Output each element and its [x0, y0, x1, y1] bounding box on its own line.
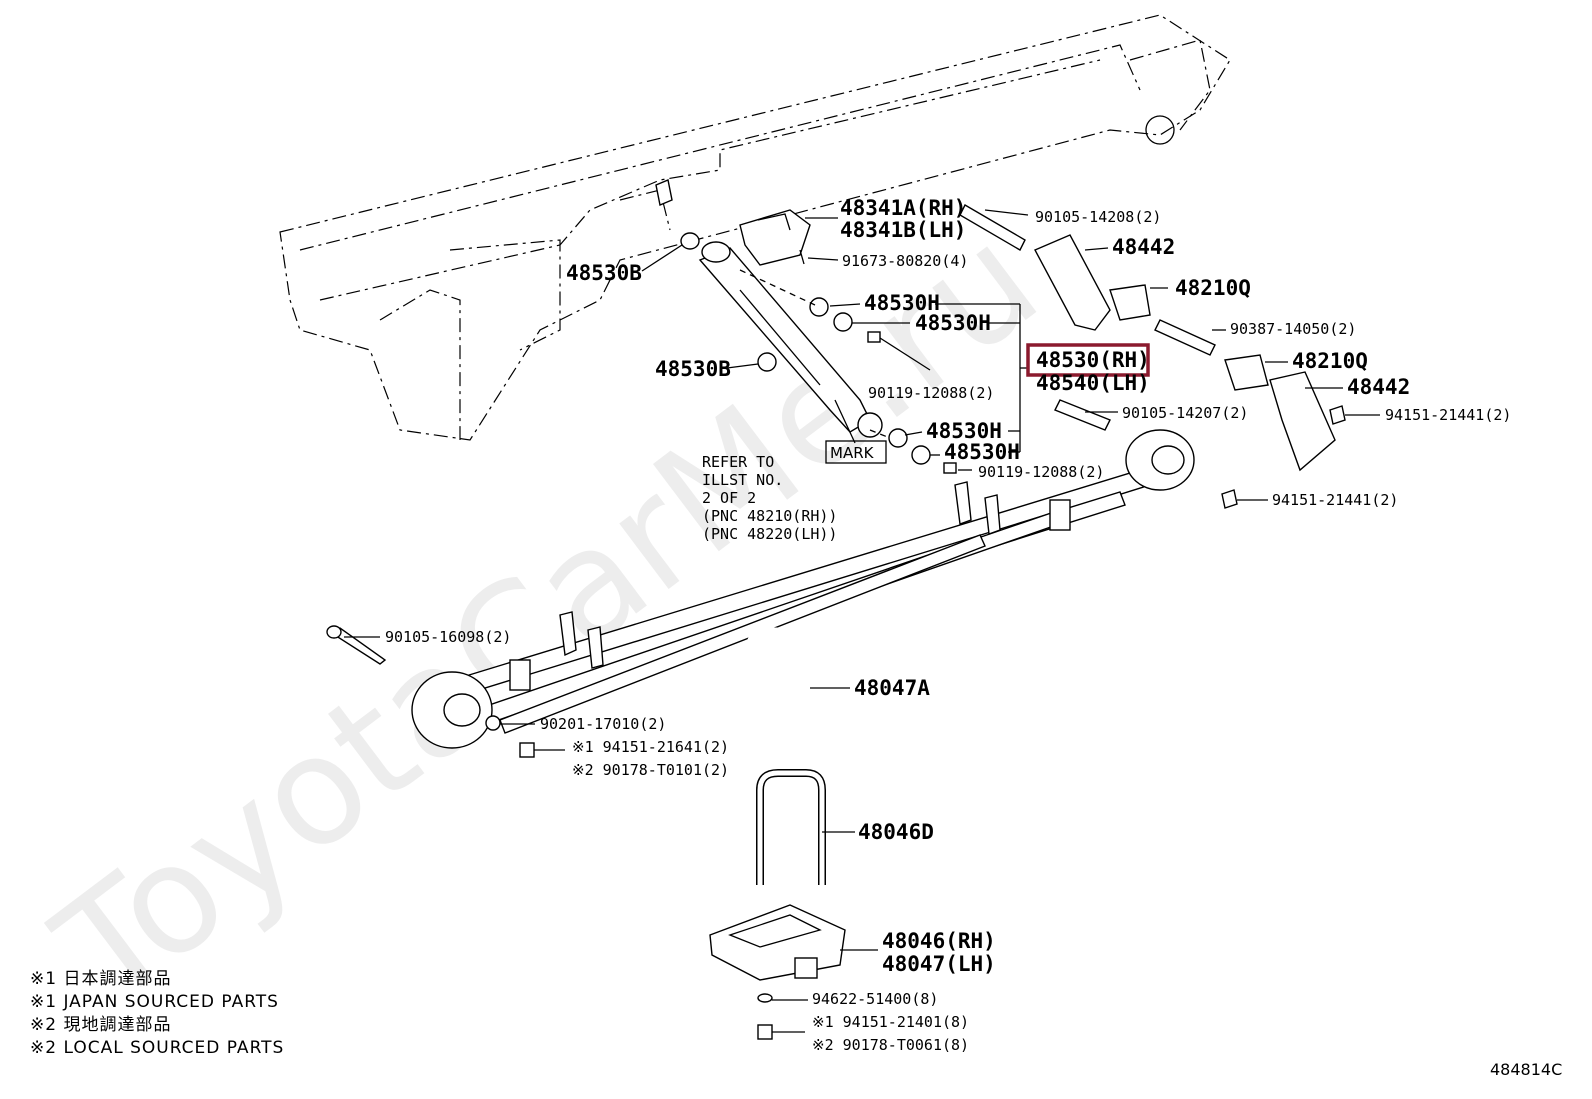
vehicle-frame — [279, 14, 1231, 441]
refer-line-5[interactable]: (PNC 48220(LH)) — [702, 525, 837, 543]
label-90387[interactable]: 90387-14050(2) — [1230, 320, 1356, 338]
label-48341b[interactable]: 48341B(LH) — [840, 218, 966, 242]
label-48530rh[interactable]: 48530(RH) — [1036, 348, 1150, 372]
label-90119-b[interactable]: 90119-12088(2) — [978, 463, 1104, 481]
label-91673[interactable]: 91673-80820(4) — [842, 252, 968, 270]
figure-id: 484814C — [1490, 1060, 1562, 1079]
label-48210q-top[interactable]: 48210Q — [1175, 276, 1251, 300]
label-94151-21401[interactable]: ※1 94151-21401(8) — [812, 1013, 969, 1031]
label-48530h-2[interactable]: 48530H — [915, 311, 991, 335]
label-48341a[interactable]: 48341A(RH) — [840, 196, 966, 220]
refer-line-4[interactable]: (PNC 48210(RH)) — [702, 507, 837, 525]
note-3: ※2 現地調達部品 — [30, 1015, 171, 1035]
watermark: ToyotaCarMe.ru — [26, 193, 1069, 1039]
footnotes: ※1 日本調達部品 ※1 JAPAN SOURCED PARTS ※2 現地調達… — [30, 969, 284, 1058]
small-hardware — [326, 179, 773, 1040]
label-48046rh[interactable]: 48046(RH) — [882, 929, 996, 953]
note-2: ※1 JAPAN SOURCED PARTS — [30, 992, 279, 1012]
highlight-box — [1026, 343, 1150, 377]
note-1: ※1 日本調達部品 — [30, 969, 171, 989]
refer-line-3: 2 OF 2 — [702, 489, 756, 507]
label-48530b-2[interactable]: 48530B — [655, 357, 731, 381]
label-48540lh[interactable]: 48540(LH) — [1036, 371, 1150, 395]
label-48442-top[interactable]: 48442 — [1112, 235, 1175, 259]
label-mark: MARK — [830, 444, 875, 462]
label-48530h-1[interactable]: 48530H — [864, 291, 940, 315]
label-90105-14207[interactable]: 90105-14207(2) — [1122, 404, 1248, 422]
label-90178-t0061[interactable]: ※2 90178-T0061(8) — [812, 1036, 969, 1054]
label-90105-14208[interactable]: 90105-14208(2) — [1035, 208, 1161, 226]
mark-box — [825, 440, 887, 464]
spring-seat-plate[interactable] — [709, 904, 846, 981]
label-48047a[interactable]: 48047A — [854, 676, 930, 700]
refer-line-2: ILLST NO. — [702, 471, 783, 489]
shackle-parts[interactable] — [959, 204, 1346, 509]
label-94151-21441-b[interactable]: 94151-21441(2) — [1272, 491, 1398, 509]
label-90105-16098[interactable]: 90105-16098(2) — [385, 628, 511, 646]
shock-bracket[interactable] — [739, 209, 811, 266]
note-4: ※2 LOCAL SOURCED PARTS — [30, 1038, 284, 1058]
part-labels: 48341A(RH) 48341B(LH) 90105-14208(2) 484… — [385, 196, 1511, 1054]
label-48047lh[interactable]: 48047(LH) — [882, 952, 996, 976]
leaf-spring[interactable] — [411, 429, 1195, 749]
label-94622[interactable]: 94622-51400(8) — [812, 990, 938, 1008]
shock-absorber[interactable] — [698, 241, 883, 438]
label-90201[interactable]: 90201-17010(2) — [540, 715, 666, 733]
label-48046d[interactable]: 48046D — [858, 820, 934, 844]
u-bolt-48047a[interactable] — [745, 627, 813, 750]
label-90119-a[interactable]: 90119-12088(2) — [868, 384, 994, 402]
shock-bushings — [680, 232, 957, 474]
leader-lines — [344, 209, 1380, 1033]
label-48530h-4[interactable]: 48530H — [944, 440, 1020, 464]
u-bolt-48046d[interactable] — [756, 769, 826, 885]
label-94151-21441-a[interactable]: 94151-21441(2) — [1385, 406, 1511, 424]
refer-line-1: REFER TO — [702, 453, 774, 471]
label-48530h-3[interactable]: 48530H — [926, 419, 1002, 443]
label-48442-2[interactable]: 48442 — [1347, 375, 1410, 399]
label-90178-t0101[interactable]: ※2 90178-T0101(2) — [572, 761, 729, 779]
label-48530b-top[interactable]: 48530B — [566, 261, 642, 285]
label-48210q-2[interactable]: 48210Q — [1292, 349, 1368, 373]
label-94151-21641[interactable]: ※1 94151-21641(2) — [572, 738, 729, 756]
